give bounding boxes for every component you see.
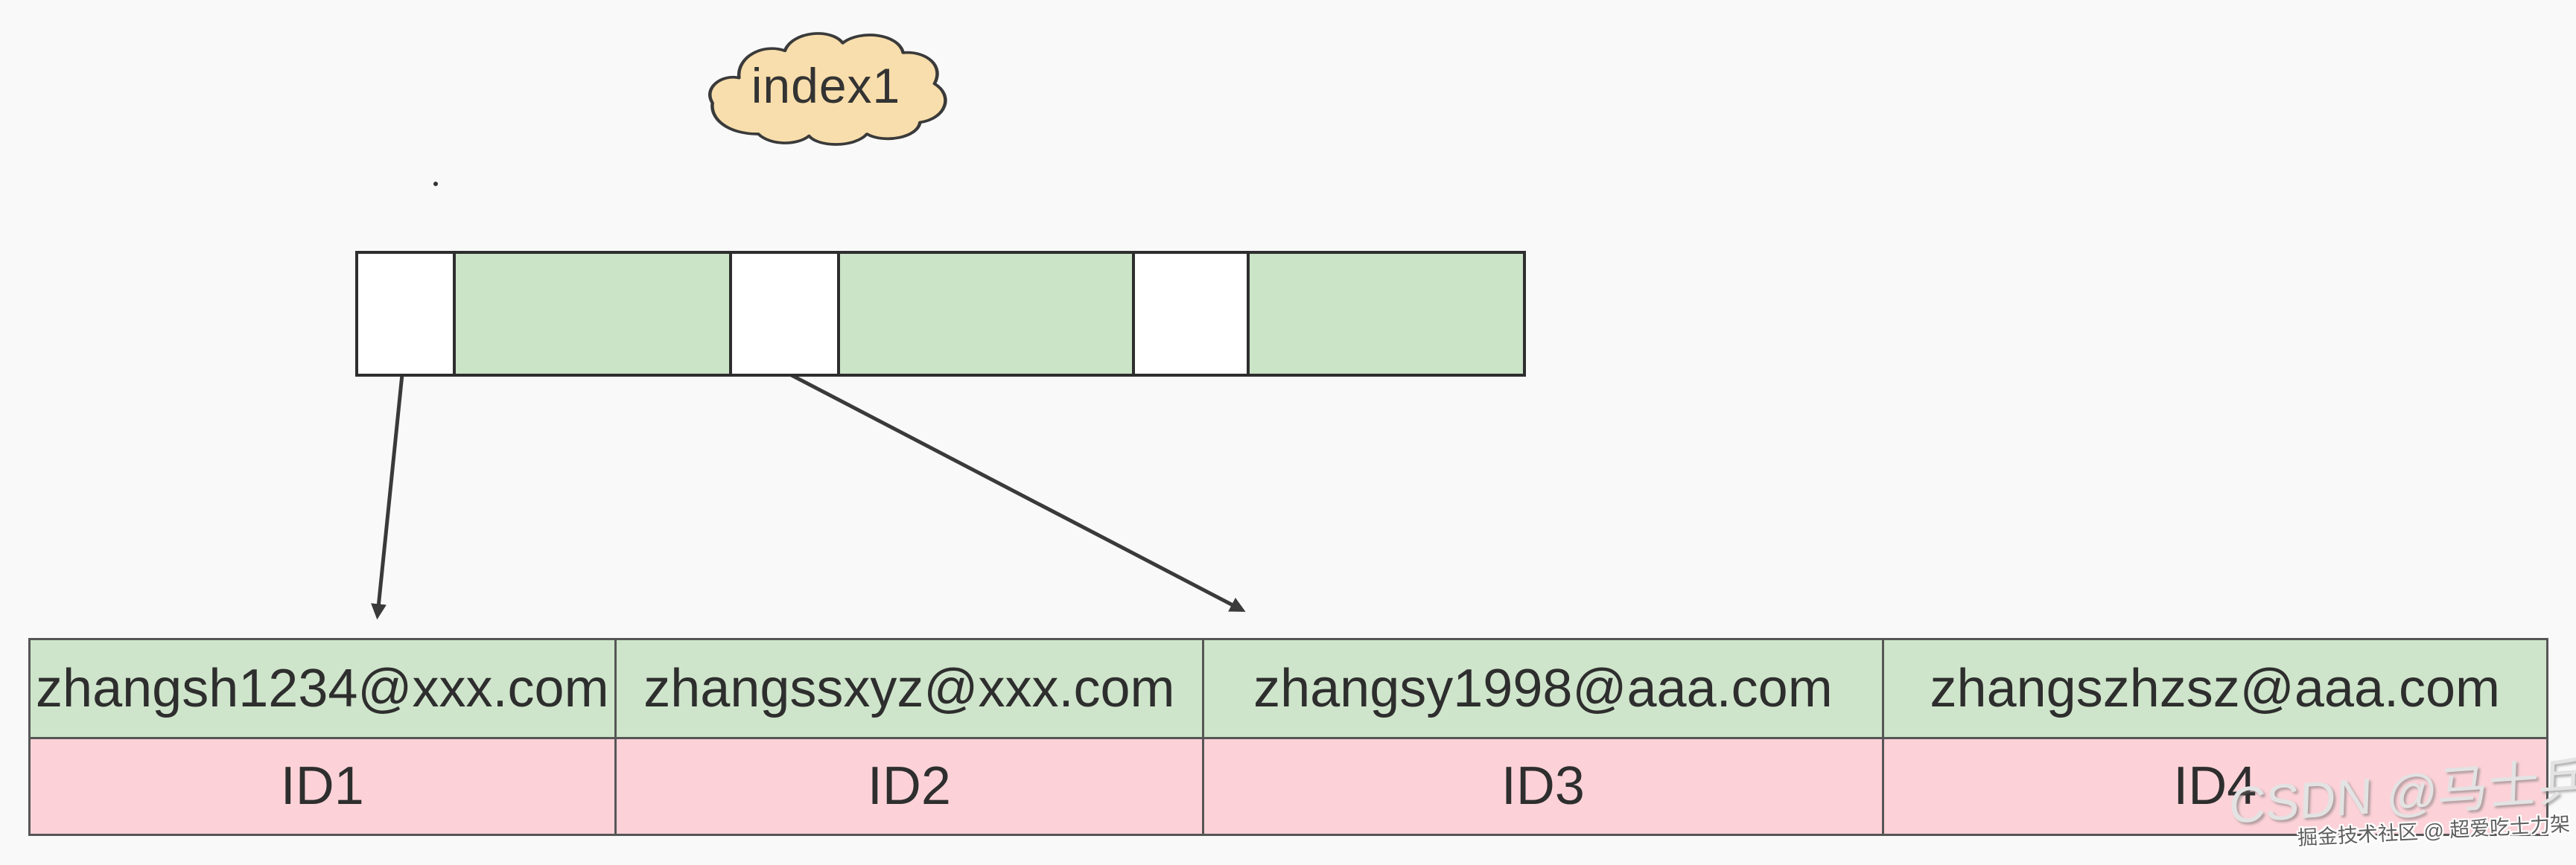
bar-slot-3-empty xyxy=(732,254,840,374)
bar-slot-4-filled xyxy=(840,254,1135,374)
stray-dot xyxy=(433,182,438,186)
email-cell-4: zhangszhzsz@aaa.com xyxy=(1883,640,2546,739)
bar-slot-1-empty xyxy=(358,254,456,374)
id-cell-3: ID3 xyxy=(1204,738,1884,834)
bar-slot-5-empty xyxy=(1135,254,1250,374)
email-cell-2: zhangssxyz@xxx.com xyxy=(616,640,1205,739)
id-cell-4: ID4 xyxy=(1883,738,2546,834)
id-cell-2: ID2 xyxy=(616,738,1205,834)
email-cell-3: zhangsy1998@aaa.com xyxy=(1204,640,1884,739)
id-cell-1: ID1 xyxy=(31,738,617,834)
email-cell-1: zhangsh1234@xxx.com xyxy=(31,640,617,739)
bar-slot-6-filled xyxy=(1250,254,1523,374)
bar-slot-2-filled xyxy=(456,254,732,374)
index-name-label: index1 xyxy=(751,58,901,113)
pointer-arrow-2 xyxy=(786,371,1246,612)
pointer-arrow-1 xyxy=(371,374,404,620)
index-slot-bar xyxy=(355,251,1526,377)
